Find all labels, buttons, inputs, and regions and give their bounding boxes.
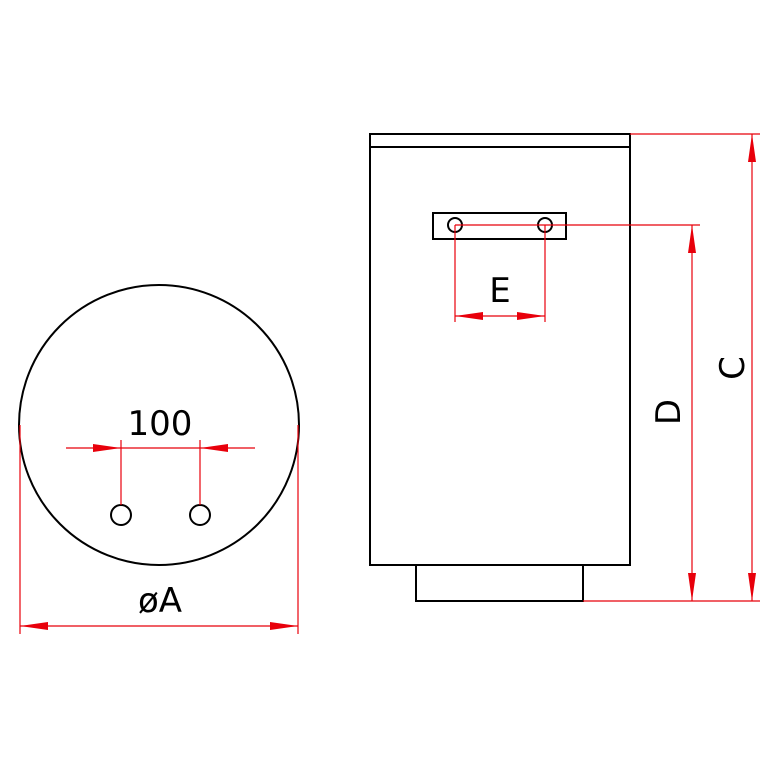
bottom-cover (415, 564, 584, 602)
bracket-spacing-label: E (489, 271, 510, 311)
bracket-spacing-dimension: E (454, 225, 546, 322)
diameter-label: øA (138, 581, 182, 621)
mounting-bracket (432, 212, 567, 240)
total-height-label: C (713, 356, 753, 380)
pipe-hole-right (189, 504, 211, 526)
total-height-dimension: C (630, 133, 760, 601)
top-view: 100 øA (18, 284, 300, 634)
pipe-hole-left (110, 504, 132, 526)
tank-body (369, 133, 631, 566)
bracket-height-dimension: D (455, 224, 760, 602)
tank-outline-circle (18, 284, 300, 566)
side-view: E D C (369, 133, 760, 602)
bracket-height-label: D (649, 399, 689, 425)
diameter-dimension: øA (19, 425, 299, 634)
hole-spacing-label: 100 (128, 404, 193, 444)
hole-spacing-dimension: 100 (66, 404, 255, 505)
